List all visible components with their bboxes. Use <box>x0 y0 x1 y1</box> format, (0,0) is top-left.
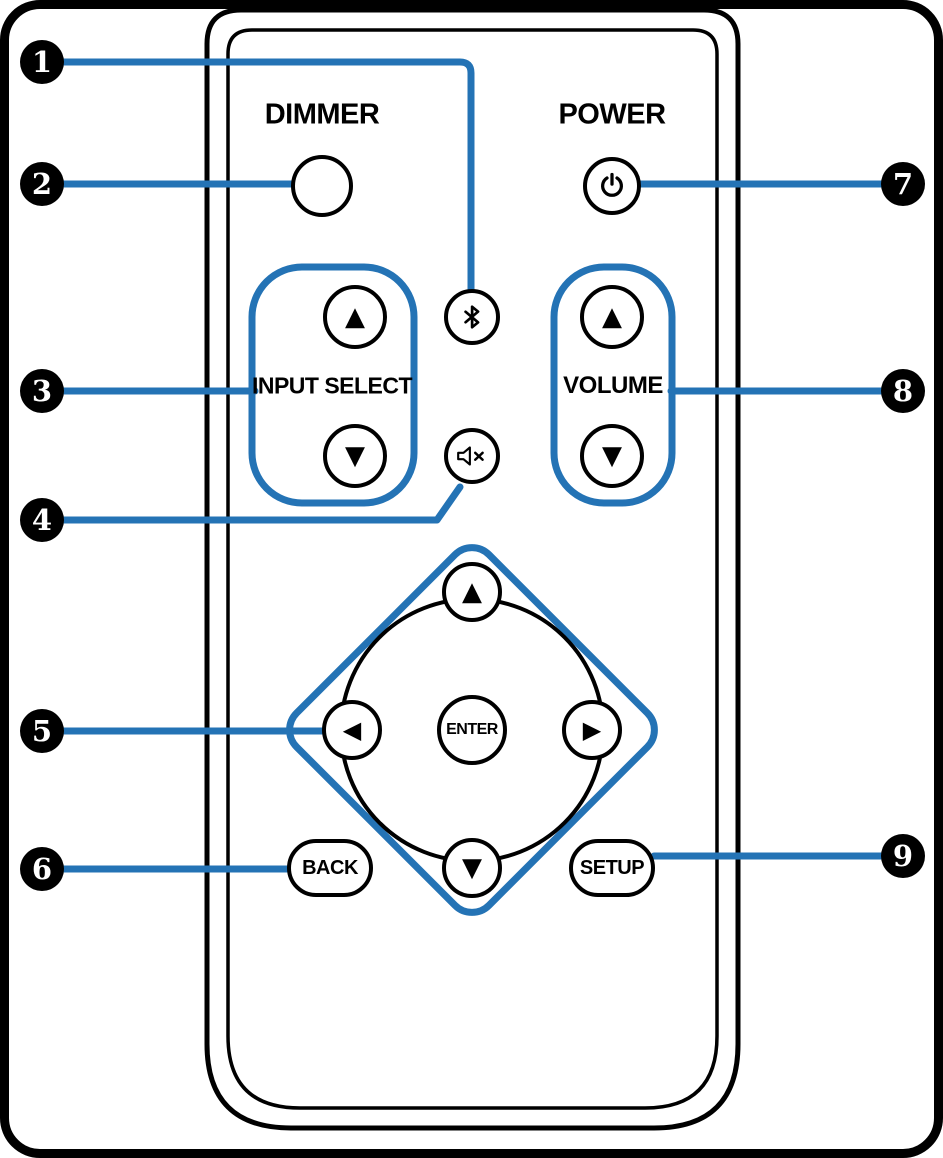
back-button[interactable]: BACK <box>287 839 373 897</box>
input-select-down-button[interactable]: ▼ <box>323 424 387 488</box>
remote-inner-outline <box>226 28 719 1110</box>
back-label: BACK <box>302 856 358 879</box>
up-arrow-icon: ▲ <box>462 577 482 607</box>
power-label: POWER <box>558 98 666 131</box>
callout-2: 2 <box>20 162 64 206</box>
power-icon <box>601 172 623 197</box>
mute-button[interactable] <box>444 428 500 484</box>
leader-line-4 <box>51 483 464 524</box>
callout-5: 5 <box>20 709 64 753</box>
input-select-label: INPUT SELECT <box>251 372 413 399</box>
volume-down-button[interactable]: ▼ <box>580 424 644 488</box>
input-select-group-outline <box>248 263 418 507</box>
cursor-left-button[interactable]: ◀ <box>322 700 382 760</box>
callout-9: 9 <box>881 834 925 878</box>
callout-8: 8 <box>881 369 925 413</box>
right-arrow-icon: ▶ <box>582 716 602 744</box>
leader-line-1 <box>51 58 475 295</box>
cursor-right-button[interactable]: ▶ <box>562 700 622 760</box>
setup-button[interactable]: SETUP <box>569 839 655 897</box>
input-select-up-button[interactable]: ▲ <box>323 285 387 349</box>
enter-label: ENTER <box>446 721 498 738</box>
mute-speaker-icon <box>457 446 484 466</box>
callout-7: 7 <box>881 162 925 206</box>
volume-up-button[interactable]: ▲ <box>580 285 644 349</box>
setup-label: SETUP <box>579 856 645 879</box>
power-button[interactable] <box>583 157 641 215</box>
callout-6: 6 <box>20 847 64 891</box>
left-arrow-icon: ◀ <box>342 716 362 744</box>
enter-button[interactable]: ENTER <box>437 695 507 765</box>
cursor-up-button[interactable]: ▲ <box>442 562 502 622</box>
up-arrow-icon: ▲ <box>345 302 365 332</box>
callout-4: 4 <box>20 498 64 542</box>
callout-1: 1 <box>20 40 64 84</box>
volume-label: VOLUME <box>563 372 663 399</box>
bluetooth-button[interactable] <box>444 289 500 345</box>
down-arrow-icon: ▼ <box>602 441 622 471</box>
down-arrow-icon: ▼ <box>345 441 365 471</box>
up-arrow-icon: ▲ <box>602 302 622 332</box>
callout-3: 3 <box>20 369 64 413</box>
down-arrow-icon: ▼ <box>462 853 482 883</box>
bluetooth-icon <box>464 305 480 329</box>
cursor-down-button[interactable]: ▼ <box>442 838 502 898</box>
dimmer-button[interactable] <box>291 155 353 217</box>
volume-group-outline <box>550 263 676 507</box>
dimmer-label: DIMMER <box>264 98 380 131</box>
